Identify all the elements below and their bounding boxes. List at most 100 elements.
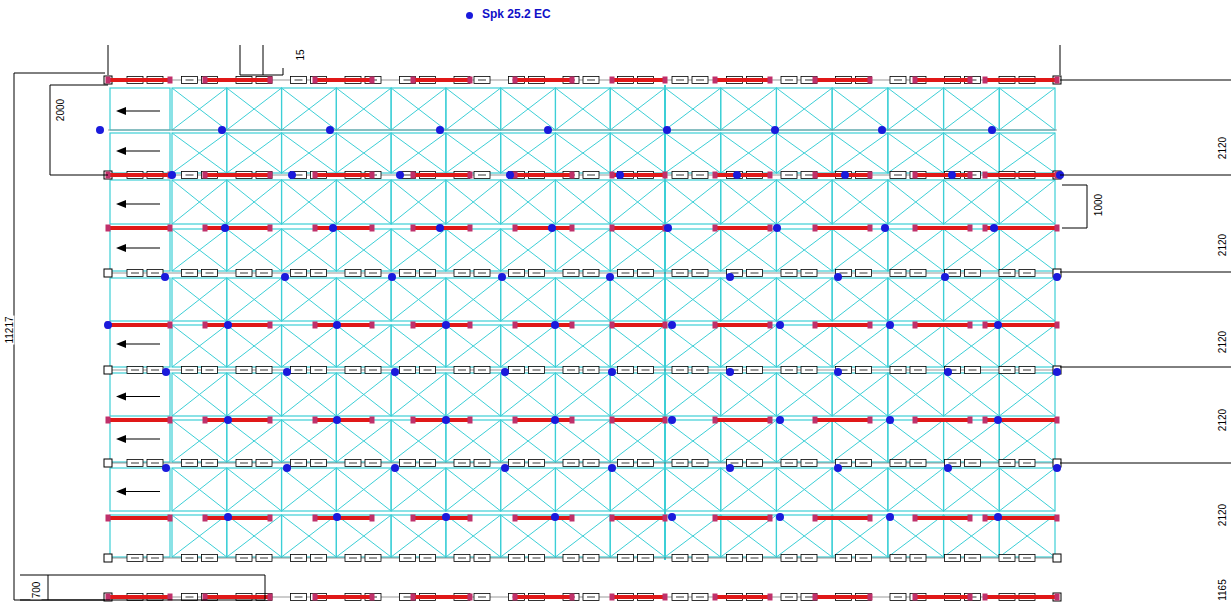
rack-cell <box>665 278 721 321</box>
sprinklers <box>96 126 1064 521</box>
rack-cross <box>555 229 610 271</box>
rack-cell <box>721 325 777 367</box>
pallet-symbol <box>291 555 307 562</box>
pallet-symbol <box>127 460 143 467</box>
pallet-symbol <box>400 555 416 562</box>
rack-cross <box>227 420 282 462</box>
rack-cell <box>776 325 832 367</box>
pallet-symbol-mid <box>805 80 813 81</box>
sprinkler-dot <box>948 171 956 179</box>
sprinkler-dot <box>442 321 450 329</box>
sprinkler-dot <box>944 368 952 376</box>
rack-cross <box>446 229 501 271</box>
pallet-symbol-mid <box>840 558 848 559</box>
rack-cell <box>888 180 944 224</box>
pallet-symbol-mid <box>676 597 684 598</box>
pallet-symbol <box>890 460 906 467</box>
dimension-label: 2120 <box>1217 136 1228 160</box>
pallet-symbol <box>781 270 797 277</box>
rack-cross <box>336 278 391 321</box>
rack-cell <box>610 515 665 557</box>
beam-end <box>168 594 173 601</box>
rack-cell <box>610 325 665 367</box>
dimension-line <box>50 85 108 86</box>
pallet-symbol-mid <box>805 463 813 464</box>
pallet-symbol <box>801 555 817 562</box>
beam <box>108 595 170 599</box>
dimension-line <box>1060 463 1231 464</box>
pallet-symbol-mid <box>949 273 957 274</box>
rack-cell <box>776 88 832 130</box>
pallet-symbol-mid <box>587 597 595 598</box>
dimension-line <box>1060 80 1231 81</box>
pallet-symbol <box>692 555 708 562</box>
beam-end <box>610 515 615 522</box>
rack-cell <box>944 180 1000 224</box>
rack-cell <box>336 373 391 416</box>
rack-cell <box>110 325 170 367</box>
beam <box>915 516 970 520</box>
pallet-symbol-mid <box>622 273 630 274</box>
rack-cell <box>501 133 556 173</box>
rack-cell <box>172 420 227 462</box>
rack-cell <box>391 278 446 321</box>
beam <box>515 173 572 177</box>
rack-cell <box>336 420 391 462</box>
rack-cross <box>336 325 391 367</box>
pallet-symbol-mid <box>424 558 432 559</box>
rack-cross <box>665 420 721 462</box>
rack-cross <box>721 278 777 321</box>
pallet-symbol <box>529 367 545 374</box>
pallet-symbol <box>474 77 490 84</box>
rack-cross <box>776 325 832 367</box>
rack-cross <box>832 133 888 173</box>
sprinkler-dot <box>726 273 734 281</box>
column-plate <box>1053 554 1061 562</box>
rack-cross <box>282 373 337 416</box>
beam <box>915 226 970 230</box>
pallet-symbol-mid <box>206 558 214 559</box>
rack-cross <box>446 278 501 321</box>
pallet-symbol <box>747 460 763 467</box>
beam <box>715 516 770 520</box>
sprinkler-dot <box>501 464 509 472</box>
beam-end <box>203 172 208 179</box>
rack-cell <box>282 133 337 173</box>
pallet-symbol-mid <box>478 463 486 464</box>
rack-cell <box>555 325 610 367</box>
beam-end <box>868 515 873 522</box>
rack-cell <box>999 180 1055 224</box>
sprinkler-dot <box>161 273 169 281</box>
beam <box>715 595 770 599</box>
rack-cell <box>721 133 777 173</box>
beam <box>715 78 770 82</box>
column-plate <box>104 269 112 277</box>
sprinkler-dot <box>776 321 784 329</box>
beam-end <box>813 225 818 232</box>
beam <box>915 78 970 82</box>
rack-cross <box>227 88 282 130</box>
rack-cross <box>610 133 665 173</box>
pallet-symbol-mid <box>349 273 357 274</box>
pallet-symbol <box>454 270 470 277</box>
rack-cell <box>665 373 721 416</box>
pallet-symbol <box>291 594 307 601</box>
rack-cell <box>172 229 227 271</box>
pallet-symbol-mid <box>260 558 268 559</box>
dimension-line <box>240 45 241 75</box>
rack-cell <box>555 229 610 271</box>
rack-cell <box>944 88 1000 130</box>
rack-cross <box>227 373 282 416</box>
beam-end <box>106 77 111 84</box>
pallet-symbol <box>890 172 906 179</box>
rack-cross <box>336 515 391 557</box>
pallet-symbol-mid <box>315 273 323 274</box>
sprinkler-dot <box>834 273 842 281</box>
beam-end <box>468 322 473 329</box>
rack-cell <box>501 229 556 271</box>
rack-cross <box>336 229 391 271</box>
beam-end <box>663 417 668 424</box>
pallet-symbol <box>127 270 143 277</box>
pallet-symbol-mid <box>805 175 813 176</box>
sprinkler-dot <box>224 513 232 521</box>
